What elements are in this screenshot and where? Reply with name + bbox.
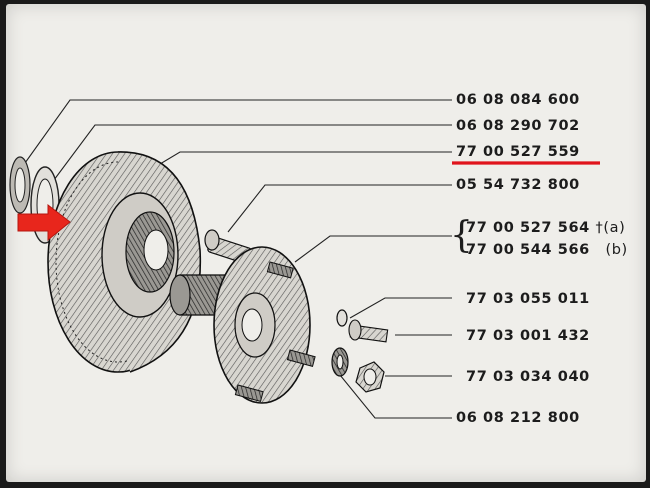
part-number: 06 08 212 800 xyxy=(456,410,580,426)
leader-line-6 xyxy=(349,297,452,319)
brake-disc xyxy=(47,151,202,373)
brace-icon: { xyxy=(450,215,473,256)
variant-marker: (b) xyxy=(605,242,628,258)
leader-line-9 xyxy=(339,374,452,419)
part-number: 06 08 290 702 xyxy=(456,118,580,134)
leader-line-4 xyxy=(227,184,452,233)
leader-line-2 xyxy=(44,124,452,193)
pointer-arrow-icon xyxy=(17,203,71,242)
leader-lines xyxy=(19,99,452,419)
leader-line-1 xyxy=(19,99,452,171)
part-number: 77 00 527 564 xyxy=(466,220,590,236)
part-number-variant-b: 77 00 544 566 (b) xyxy=(466,241,628,259)
spacer-rings xyxy=(9,156,60,244)
part-number: 77 03 055 011 xyxy=(466,291,590,307)
hub-flange xyxy=(213,246,316,404)
part-number: 05 54 732 800 xyxy=(456,177,580,193)
small-hardware xyxy=(331,309,389,393)
part-number-highlighted: 77 00 527 559 xyxy=(456,144,580,160)
leader-line-5 xyxy=(294,235,452,263)
part-number: 77 03 001 432 xyxy=(466,328,590,344)
leader-line-3 xyxy=(149,151,452,171)
part-number-variant-a: 77 00 527 564 †(a) xyxy=(466,219,625,237)
variant-marker: †(a) xyxy=(595,220,626,236)
part-number: 06 08 084 600 xyxy=(456,92,580,108)
part-number: 77 00 544 566 xyxy=(466,242,590,258)
part-number: 77 03 034 040 xyxy=(466,369,590,385)
